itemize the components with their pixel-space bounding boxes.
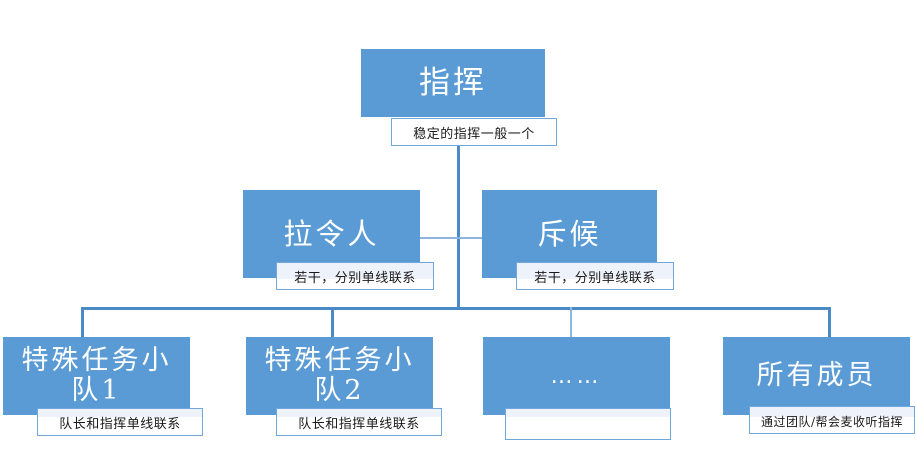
caption-special-team-2-text: 队长和指挥单线联系 xyxy=(298,416,420,432)
caption-more-teams xyxy=(505,408,671,440)
connector-drop-team2 xyxy=(331,307,334,337)
node-more-teams[interactable]: …… xyxy=(483,337,670,415)
node-special-team-2[interactable]: 特殊任务小队2 xyxy=(246,337,433,415)
node-commander[interactable]: 指挥 xyxy=(361,49,545,117)
node-scout[interactable]: 斥候 xyxy=(482,190,657,278)
connector-drop-more xyxy=(570,307,572,337)
connector-drop-all-members xyxy=(828,307,831,337)
caption-special-team-1-text: 队长和指挥单线联系 xyxy=(59,416,181,432)
caption-all-members-text: 通过团队/帮会麦收听指挥 xyxy=(760,414,904,429)
caption-messenger-text: 若干，分别单线联系 xyxy=(294,270,416,286)
caption-scout-text: 若干，分别单线联系 xyxy=(534,270,656,286)
caption-scout: 若干，分别单线联系 xyxy=(516,262,674,290)
node-all-members-label: 所有成员 xyxy=(756,359,877,391)
connector-level2-horizontal xyxy=(418,237,484,239)
node-special-team-1[interactable]: 特殊任务小队1 xyxy=(3,337,190,415)
node-special-team-1-label: 特殊任务小队1 xyxy=(21,344,172,406)
node-special-team-2-label: 特殊任务小队2 xyxy=(264,344,415,406)
caption-special-team-1-tint xyxy=(38,409,202,417)
caption-messenger-tint xyxy=(277,263,433,279)
caption-special-team-1: 队长和指挥单线联系 xyxy=(37,408,203,436)
connector-root-vertical xyxy=(457,146,460,308)
node-more-teams-label: …… xyxy=(550,363,603,389)
node-commander-label: 指挥 xyxy=(419,64,487,101)
caption-commander-text: 稳定的指挥一般一个 xyxy=(413,126,535,142)
caption-commander: 稳定的指挥一般一个 xyxy=(391,118,557,146)
caption-more-teams-tint xyxy=(506,409,670,417)
caption-all-members-tint xyxy=(750,407,914,417)
node-messenger-label: 拉令人 xyxy=(283,216,380,251)
caption-scout-tint xyxy=(517,263,673,279)
caption-special-team-2: 队长和指挥单线联系 xyxy=(276,408,442,436)
connector-drop-team1 xyxy=(81,307,84,337)
caption-messenger: 若干，分别单线联系 xyxy=(276,262,434,290)
node-all-members[interactable]: 所有成员 xyxy=(723,337,910,415)
caption-special-team-2-tint xyxy=(277,409,441,417)
node-scout-label: 斥候 xyxy=(537,216,602,251)
connector-level3-horizontal xyxy=(81,307,830,310)
caption-all-members: 通过团队/帮会麦收听指挥 xyxy=(749,406,915,434)
